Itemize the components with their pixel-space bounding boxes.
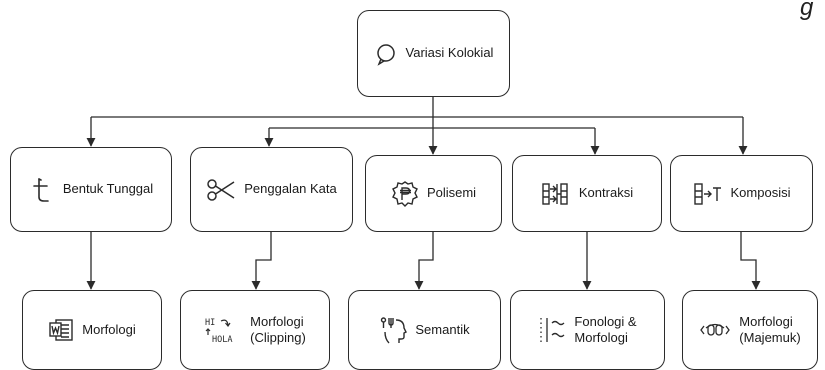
- arrow-komposisi-to-majemuk: [740, 232, 761, 290]
- letter-t-icon: [29, 176, 55, 204]
- arrow-polisemi-to-semantik: [414, 232, 434, 290]
- child-label: Morfologi: [82, 321, 136, 337]
- category-node-komposisi[interactable]: Komposisi: [670, 155, 813, 232]
- category-label: Kontraksi: [578, 185, 634, 201]
- svg-text:HI: HI: [205, 318, 215, 328]
- category-label: Komposisi: [730, 185, 791, 201]
- child-label: Semantik: [415, 321, 470, 337]
- svg-text:HOLA: HOLA: [212, 335, 232, 345]
- child-label: Morfologi (Clipping): [250, 313, 306, 345]
- category-label: Penggalan Kata: [244, 181, 337, 197]
- category-node-polisemi[interactable]: Polisemi: [365, 155, 502, 232]
- root-label: Variasi Kolokial: [405, 45, 494, 61]
- category-node-kontraksi[interactable]: Kontraksi: [512, 155, 662, 232]
- head-fork-icon: [379, 315, 408, 345]
- child-node-clipping[interactable]: HI HOLA Morfologi (Clipping): [180, 290, 330, 370]
- child-node-semantik[interactable]: Semantik: [348, 290, 501, 370]
- category-node-penggalan-kata[interactable]: Penggalan Kata: [190, 147, 353, 232]
- peso-coin-icon: [391, 180, 419, 208]
- child-label: Morfologi (Majemuk): [739, 313, 801, 345]
- child-node-majemuk[interactable]: Morfologi (Majemuk): [682, 290, 818, 370]
- child-node-morfologi[interactable]: Morfologi: [22, 290, 162, 370]
- text-compose-icon: [693, 182, 723, 206]
- speech-bubble-icon: [374, 42, 398, 66]
- hi-hola-icon: HI HOLA: [204, 315, 242, 345]
- category-label: Polisemi: [426, 185, 477, 201]
- root-node[interactable]: Variasi Kolokial: [357, 10, 510, 97]
- category-label: Bentuk Tunggal: [62, 181, 154, 197]
- partial-title-text: g: [800, 0, 814, 21]
- sound-waves-icon: [538, 315, 566, 345]
- child-node-fonologi-morfologi[interactable]: Fonologi & Morfologi: [510, 290, 665, 370]
- scissors-icon: [206, 178, 236, 202]
- compound-icon: [699, 320, 731, 340]
- word-document-icon: [48, 318, 74, 342]
- child-label: Fonologi & Morfologi: [574, 313, 637, 345]
- merge-arrows-icon: [541, 181, 571, 207]
- arrow-penggalan-kata-to-clipping: [251, 232, 272, 290]
- category-node-bentuk-tunggal[interactable]: Bentuk Tunggal: [10, 147, 172, 232]
